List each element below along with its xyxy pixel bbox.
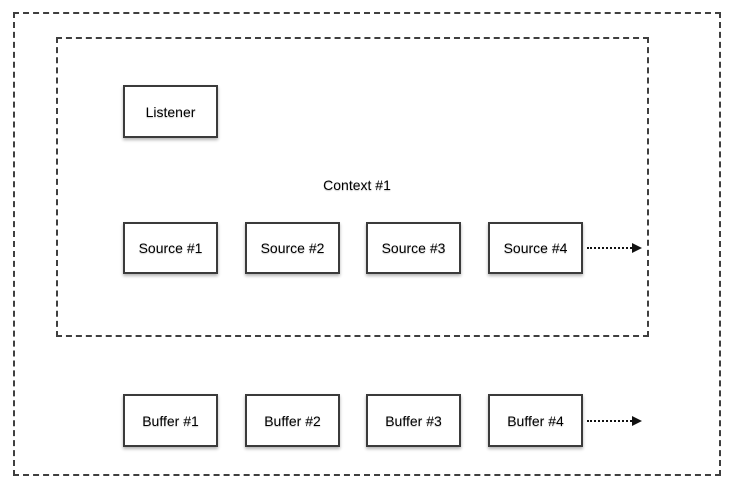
sources-overflow-arrow	[587, 242, 642, 254]
buffers-overflow-arrow	[587, 415, 642, 427]
source-box-3: Source #3	[366, 222, 461, 274]
dotted-line	[587, 420, 632, 422]
buffer-label-4: Buffer #4	[507, 412, 564, 429]
source-label-1: Source #1	[138, 240, 203, 256]
source-box-2: Source #2	[245, 222, 340, 274]
buffer-box-1: Buffer #1	[123, 394, 218, 447]
source-box-1: Source #1	[123, 222, 218, 274]
buffer-label-2: Buffer #2	[264, 412, 321, 429]
listener-label: Listener	[145, 103, 196, 120]
buffer-label-3: Buffer #3	[385, 412, 442, 429]
context-label: Context #1	[323, 177, 391, 193]
buffer-box-2: Buffer #2	[245, 394, 340, 447]
listener-box: Listener	[123, 85, 218, 138]
arrow-right-icon	[632, 243, 642, 253]
source-box-4: Source #4	[488, 222, 583, 274]
context-dashed-box	[56, 37, 649, 337]
buffer-box-4: Buffer #4	[488, 394, 583, 447]
arrow-right-icon	[632, 416, 642, 426]
dotted-line	[587, 247, 632, 249]
source-label-4: Source #4	[503, 240, 568, 256]
source-label-3: Source #3	[381, 240, 446, 256]
outer-dashed-box	[13, 12, 721, 476]
source-label-2: Source #2	[260, 240, 325, 256]
buffer-box-3: Buffer #3	[366, 394, 461, 447]
buffer-label-1: Buffer #1	[142, 412, 199, 429]
